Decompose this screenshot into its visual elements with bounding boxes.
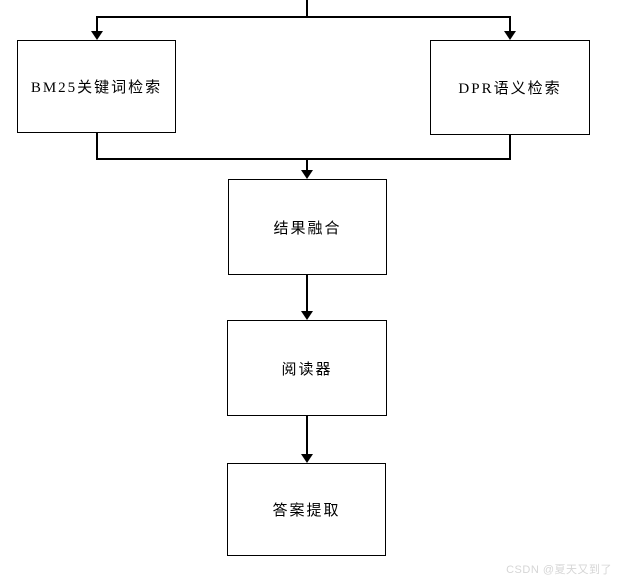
connector-merge-line [96,158,511,160]
connector-reader-answer [306,416,308,455]
arrowhead-into-reader [301,311,313,320]
arrowhead-into-fusion [301,170,313,179]
connector-drop-bm25 [96,16,98,32]
connector-bm25-down [96,133,98,160]
node-result-fusion: 结果融合 [228,179,387,275]
node-fusion-label: 结果融合 [273,220,342,237]
connector-top-branch [96,16,511,18]
node-bm25-label: BM25关键词检索 [30,80,163,96]
node-dpr-label: DPR语义检索 [458,81,562,97]
connector-drop-dpr [509,16,511,32]
node-bm25-keyword-retrieval: BM25关键词检索 [17,40,176,133]
connector-top-stem [306,0,308,18]
node-reader-label: 阅读器 [281,361,333,378]
connector-merge-down [306,158,308,171]
connector-fusion-reader [306,275,308,312]
arrowhead-into-dpr [504,31,516,40]
arrowhead-into-bm25 [91,31,103,40]
arrowhead-into-answer [301,454,313,463]
connector-dpr-down [509,135,511,160]
node-answer-extraction: 答案提取 [227,463,386,556]
node-reader: 阅读器 [227,320,387,416]
csdn-watermark: CSDN @夏天又到了 [506,564,612,576]
node-dpr-semantic-retrieval: DPR语义检索 [430,40,590,135]
node-answer-label: 答案提取 [272,503,341,519]
